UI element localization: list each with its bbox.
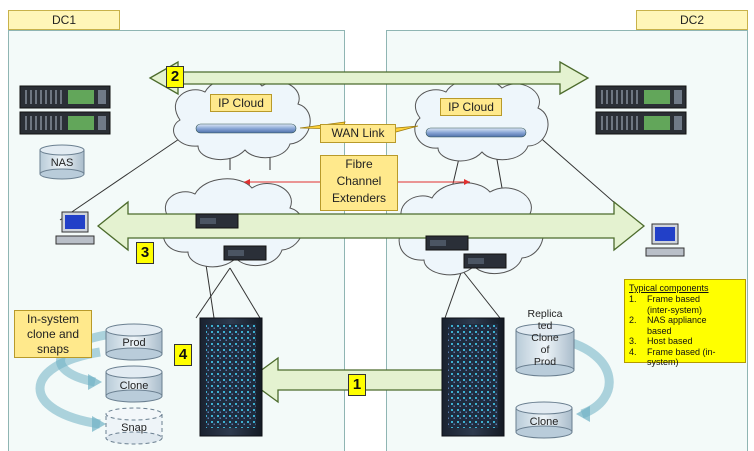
replicated-line-1: Replica xyxy=(527,308,563,320)
fc-switch-right-1 xyxy=(425,235,469,251)
in-system-line-3: snaps xyxy=(36,342,70,356)
replicated-line-3: Clone xyxy=(531,332,559,344)
in-system-line-2: clone and xyxy=(26,327,80,341)
prod-disk-label: Prod xyxy=(122,337,146,349)
legend-item-4-line-1: Frame based (in- xyxy=(647,346,716,357)
storage-array-left xyxy=(199,317,263,437)
ip-cloud-label-right: IP Cloud xyxy=(440,98,502,116)
dc2-label: DC2 xyxy=(636,10,748,30)
clone-disk-label-right: Clone xyxy=(529,416,559,428)
replicated-line-2: ted xyxy=(537,320,553,332)
nas-appliance-left xyxy=(19,85,111,135)
nas-label: NAS xyxy=(50,157,74,169)
legend-item-2-number: 2. xyxy=(629,315,637,325)
dc1-label: DC1 xyxy=(8,10,120,30)
in-system-line-1: In-system xyxy=(26,312,79,326)
clone-disk-right xyxy=(515,401,573,439)
host-computer-left xyxy=(55,211,95,245)
fibre-channel-line-2: Channel xyxy=(336,174,382,188)
legend-item-1-line-2: (inter-system) xyxy=(647,304,703,315)
fc-switch-right-2 xyxy=(463,253,507,269)
typical-components-legend: Typical components 1. Frame based (inter… xyxy=(624,279,746,367)
legend-item-2-line-2: based xyxy=(647,325,672,336)
nas-disk-icon xyxy=(39,144,85,180)
legend-item-3-number: 3. xyxy=(629,336,637,346)
in-system-callout: In-system clone and snaps xyxy=(14,310,92,358)
replica-curve-arrow xyxy=(560,335,614,419)
fibre-channel-label: Fibre Channel Extenders xyxy=(320,155,398,211)
legend-item-2: 2. NAS appliance based xyxy=(629,315,741,336)
legend-item-3: 3. Host based xyxy=(629,336,741,347)
legend-item-2-line-1: NAS appliance xyxy=(647,315,707,325)
legend-item-4: 4. Frame based (in- system) xyxy=(629,347,741,368)
wan-link-label: WAN Link xyxy=(320,124,396,143)
fc-switch-left-2 xyxy=(223,245,267,261)
snap-curve-arrow xyxy=(35,347,101,429)
fc-switch-left-1 xyxy=(195,213,239,229)
fibre-channel-line-1: Fibre xyxy=(345,157,373,171)
snap-disk-label: Snap xyxy=(121,422,147,434)
fibre-channel-line-3: Extenders xyxy=(331,191,387,205)
legend-item-4-line-2: system) xyxy=(647,357,679,367)
replicated-line-4: of xyxy=(540,344,550,356)
marker-3: 3 xyxy=(136,242,154,264)
router-pipe-left xyxy=(195,123,297,134)
replicated-line-5: Prod xyxy=(533,356,557,368)
ip-cloud-label-left: IP Cloud xyxy=(210,94,272,112)
host-computer-right xyxy=(645,223,685,257)
nas-appliance-right xyxy=(595,85,687,135)
router-pipe-right xyxy=(425,127,527,138)
prod-disk-left xyxy=(105,323,163,361)
replicated-disk-right xyxy=(515,323,575,377)
marker-1: 1 xyxy=(348,374,366,396)
marker-2: 2 xyxy=(166,66,184,88)
ip-cloud-left xyxy=(173,76,311,161)
legend-item-1-line-1: Frame based xyxy=(647,294,701,304)
legend-item-4-number: 4. xyxy=(629,346,637,357)
legend-item-3-line-1: Host based xyxy=(647,336,693,346)
storage-array-right xyxy=(441,317,505,437)
marker-4: 4 xyxy=(174,344,192,366)
snap-disk-left xyxy=(105,407,163,445)
legend-item-1: 1. Frame based (inter-system) xyxy=(629,294,741,315)
clone-disk-left xyxy=(105,365,163,403)
legend-item-1-number: 1. xyxy=(629,294,637,304)
clone-disk-label-left: Clone xyxy=(119,380,149,392)
ip-cloud-right xyxy=(414,78,549,162)
replicated-clone-label: Replica ted Clone of Prod xyxy=(516,308,574,368)
legend-title: Typical components xyxy=(629,283,709,293)
